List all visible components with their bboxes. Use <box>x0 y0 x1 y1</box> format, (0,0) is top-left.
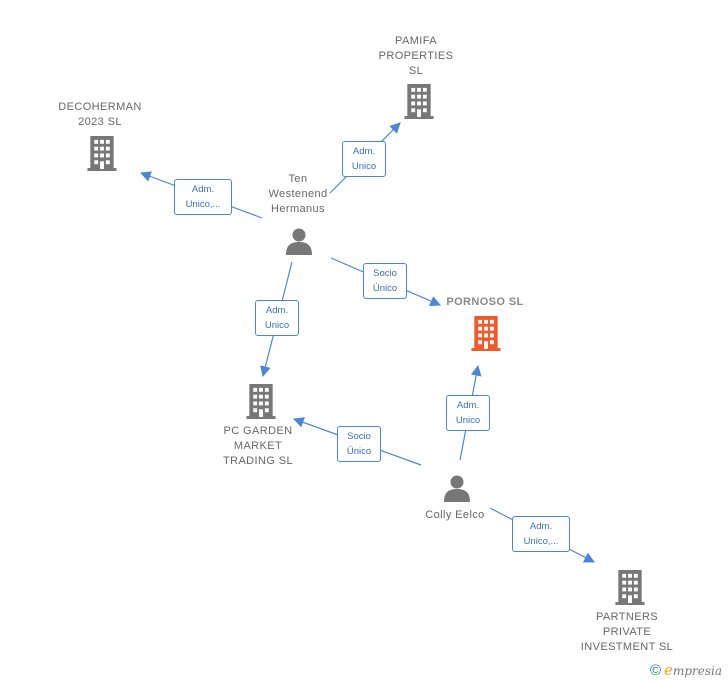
node-label-line: PARTNERS <box>595 611 659 623</box>
edge-label-ten-pamifa[interactable]: Adm. Unico <box>342 141 386 177</box>
edge-label-ten-pornoso[interactable]: Socio Único <box>363 263 407 299</box>
node-label-line: PROPERTIES <box>378 50 454 62</box>
building-icon <box>471 316 501 351</box>
logo-text: mpresia <box>672 664 722 678</box>
person-icon <box>444 475 470 502</box>
building-icon <box>615 570 645 605</box>
edge-label-colly-partners[interactable]: Adm. Unico,... <box>512 516 570 552</box>
node-pc-garden[interactable]: PC GARDEN MARKET TRADING SL <box>198 424 318 469</box>
node-label-line: PRIVATE <box>602 626 652 638</box>
edge-label-line: Único <box>372 283 398 294</box>
edge-label-line: Socio <box>373 268 397 279</box>
building-icon <box>87 136 117 171</box>
node-label-line: PAMIFA <box>395 35 437 47</box>
person-icon <box>286 228 312 255</box>
node-label-line: Hermanus <box>271 203 325 215</box>
node-decoherman[interactable]: DECOHERMAN 2023 SL <box>40 100 160 130</box>
logo-e: e <box>664 661 673 679</box>
node-pornoso[interactable]: PORNOSO SL <box>425 295 545 310</box>
edge-label-line: Socio <box>347 431 371 442</box>
node-label-line: PORNOSO SL <box>446 296 524 308</box>
node-ten-westenend[interactable]: Ten Westenend Hermanus <box>238 172 358 217</box>
edge-label-colly-pornoso[interactable]: Adm. Unico <box>446 395 490 431</box>
node-label-line: 2023 SL <box>78 116 122 128</box>
edge-label-line: Adm. <box>529 521 553 532</box>
node-partners[interactable]: PARTNERS PRIVATE INVESTMENT SL <box>567 610 687 655</box>
node-label-line: PC GARDEN <box>223 425 293 437</box>
node-label-line: MARKET <box>233 440 283 452</box>
edge-label-line: Único <box>346 446 372 457</box>
edge-label-ten-decoherman[interactable]: Adm. Unico,... <box>174 179 232 215</box>
node-label-line: Colly Eelco <box>425 509 485 521</box>
copyright-icon: © <box>649 662 662 679</box>
node-colly-eelco[interactable]: Colly Eelco <box>395 508 515 523</box>
edge-label-line: Adm. <box>456 400 480 411</box>
node-label-line: Westenend <box>268 188 328 200</box>
node-pamifa[interactable]: PAMIFA PROPERTIES SL <box>356 34 476 79</box>
edge-label-line: Unico <box>351 161 377 172</box>
edge-label-colly-pcgarden[interactable]: Socio Único <box>337 426 381 462</box>
edge-label-line: Adm. <box>191 184 215 195</box>
node-label-line: SL <box>408 65 424 77</box>
building-icon <box>246 384 276 419</box>
edge-label-ten-pcgarden[interactable]: Adm. Unico <box>255 300 299 336</box>
edge-label-line: Unico,... <box>185 199 221 210</box>
empresia-logo: ©empresia <box>650 661 722 679</box>
edge-label-line: Adm. <box>352 146 376 157</box>
edge-label-line: Unico,... <box>523 536 559 547</box>
node-label-line: Ten <box>288 173 308 185</box>
node-label-line: INVESTMENT SL <box>580 641 674 653</box>
node-label-line: TRADING SL <box>222 455 293 467</box>
node-label-line: DECOHERMAN <box>58 101 142 113</box>
edge-label-line: Adm. <box>265 305 289 316</box>
edge-label-line: Unico <box>264 320 290 331</box>
edge-label-line: Unico <box>455 415 481 426</box>
building-icon <box>404 84 434 119</box>
